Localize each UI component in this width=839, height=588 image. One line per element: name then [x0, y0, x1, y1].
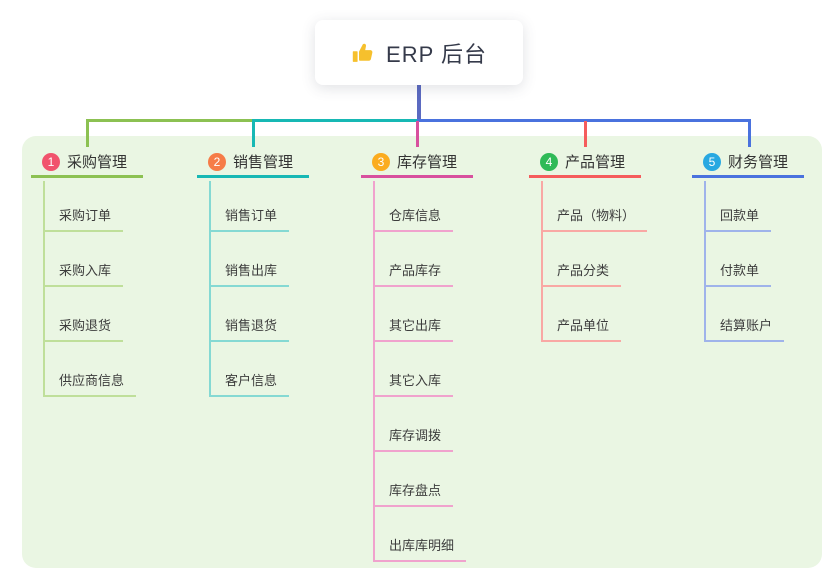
child-node[interactable]: 销售出库	[209, 263, 290, 287]
child-connector-line	[209, 181, 211, 397]
root-trunk-line	[417, 84, 421, 121]
child-node[interactable]: 库存调拨	[373, 428, 454, 452]
branch-采购管理: 1 采购管理采购订单采购入库采购退货供应商信息	[31, 148, 143, 397]
branch-销售管理: 2 销售管理销售订单销售出库销售退货客户信息	[197, 148, 309, 397]
root-label: ERP 后台	[386, 41, 487, 67]
child-connector-line	[704, 181, 706, 342]
root-node[interactable]: ERP 后台	[315, 20, 523, 85]
branch-财务管理: 5 财务管理回款单付款单结算账户	[692, 148, 804, 342]
branch-node[interactable]: 2 销售管理	[197, 148, 309, 178]
connector-branch-1	[86, 119, 255, 122]
child-node[interactable]: 其它入库	[373, 373, 454, 397]
branch-产品管理: 4 产品管理产品（物料） 产品分类产品单位	[529, 148, 648, 342]
thumbs-up-icon	[351, 41, 375, 65]
branch-number-badge: 5	[703, 152, 721, 171]
branch-node[interactable]: 5 财务管理	[692, 148, 804, 178]
child-node[interactable]: 产品分类	[541, 263, 622, 287]
child-node[interactable]: 供应商信息	[43, 373, 137, 397]
child-node[interactable]: 产品库存	[373, 263, 454, 287]
child-node[interactable]: 采购入库	[43, 263, 124, 287]
branch-label: 采购管理	[67, 154, 128, 171]
branch-node[interactable]: 3 库存管理	[361, 148, 473, 178]
child-node[interactable]: 销售退货	[209, 318, 290, 342]
drop-branch-1	[86, 119, 89, 147]
child-node[interactable]: 回款单	[704, 208, 772, 232]
child-node[interactable]: 客户信息	[209, 373, 290, 397]
child-node[interactable]: 销售订单	[209, 208, 290, 232]
branch-库存管理: 3 库存管理仓库信息产品库存其它出库其它入库库存调拨库存盘点出库库明细	[361, 148, 473, 562]
child-connector-line	[541, 181, 543, 342]
branch-number-badge: 4	[540, 152, 558, 171]
child-connector-line	[373, 181, 375, 562]
branch-label: 财务管理	[728, 154, 789, 171]
connector-branch-5	[417, 119, 751, 122]
child-connector-line	[43, 181, 45, 397]
child-node[interactable]: 仓库信息	[373, 208, 454, 232]
branch-node[interactable]: 1 采购管理	[31, 148, 143, 178]
drop-branch-2	[252, 119, 255, 147]
drop-branch-3	[416, 121, 419, 147]
connector-branch-2	[252, 119, 419, 122]
drop-branch-5	[748, 119, 751, 147]
child-node[interactable]: 出库库明细	[373, 538, 467, 562]
child-node[interactable]: 付款单	[704, 263, 772, 287]
child-node[interactable]: 产品单位	[541, 318, 622, 342]
branch-label: 销售管理	[233, 154, 294, 171]
branch-number-badge: 2	[208, 152, 226, 171]
child-node[interactable]: 产品（物料）	[541, 208, 648, 232]
branch-number-badge: 1	[42, 152, 60, 171]
drop-branch-4	[584, 121, 587, 147]
branches-panel	[22, 136, 822, 568]
branch-number-badge: 3	[372, 152, 390, 171]
child-node[interactable]: 库存盘点	[373, 483, 454, 507]
branch-node[interactable]: 4 产品管理	[529, 148, 641, 178]
child-node[interactable]: 采购退货	[43, 318, 124, 342]
branch-label: 产品管理	[565, 154, 626, 171]
child-node[interactable]: 采购订单	[43, 208, 124, 232]
child-node[interactable]: 结算账户	[704, 318, 785, 342]
branch-label: 库存管理	[397, 154, 458, 171]
child-node[interactable]: 其它出库	[373, 318, 454, 342]
